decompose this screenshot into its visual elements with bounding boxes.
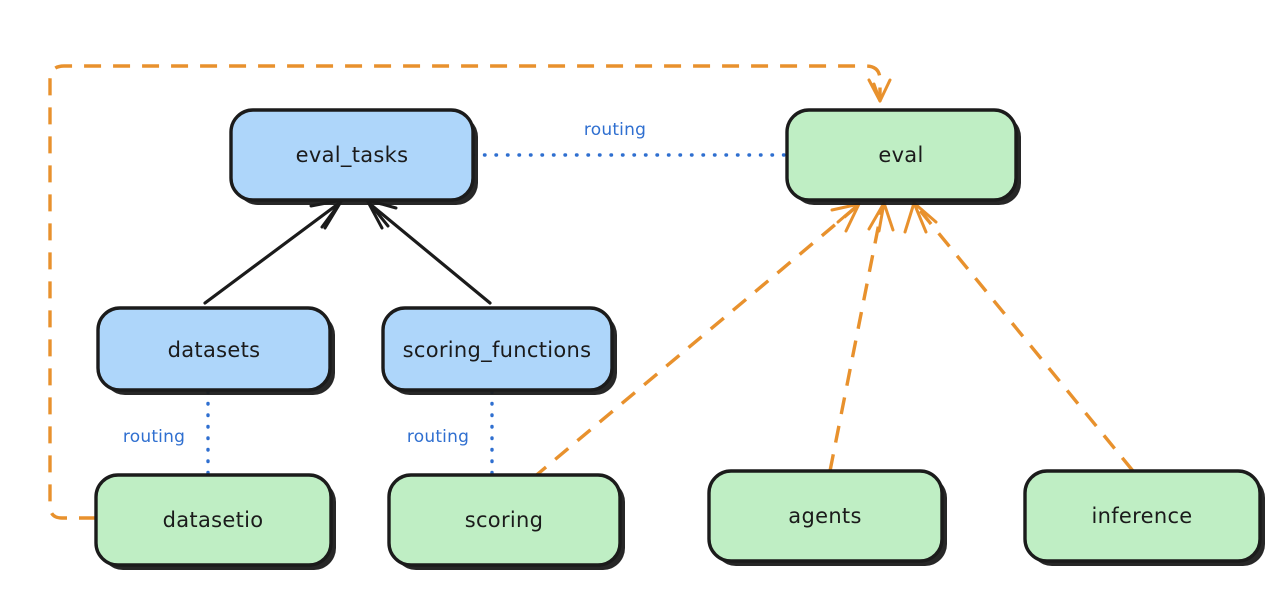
edge-label-routing-scoring-functions-scoring: routing <box>407 427 469 447</box>
edge-agents-to-eval-arrowhead-barb <box>877 201 886 233</box>
node-agents-shape <box>707 469 944 563</box>
edge-scoring-functions-to-eval-tasks <box>365 198 492 305</box>
node-eval-shape <box>785 108 1018 202</box>
edge-datasets-to-eval-tasks-line <box>203 202 340 305</box>
node-eval-label: eval <box>878 143 923 167</box>
node-datasets-label: datasets <box>168 338 261 362</box>
node-eval-tasks-label: eval_tasks <box>296 143 409 168</box>
edge-inference-to-eval-arrowhead-barb <box>912 201 928 234</box>
edge-agents-to-eval <box>828 201 895 472</box>
edge-scoring-to-eval-arrowhead-barb <box>836 202 861 224</box>
edge-agents-to-eval-line <box>828 207 884 472</box>
edge-datasetio-to-eval-arrowhead-barb <box>872 82 882 103</box>
node-scoring-functions-label: scoring_functions <box>403 338 592 363</box>
node-datasets[interactable]: datasets <box>96 306 335 395</box>
node-agents-label: agents <box>788 504 861 528</box>
node-scoring-functions[interactable]: scoring_functions <box>381 306 617 395</box>
edge-inference-to-eval <box>903 201 1135 473</box>
edge-label-group: routing routing routing <box>123 120 646 447</box>
edge-label-routing-eval-tasks-eval: routing <box>584 120 646 140</box>
node-datasetio[interactable]: datasetio <box>94 473 336 570</box>
node-datasets-shape <box>96 306 332 392</box>
edge-label-routing-datasets-datasetio: routing <box>123 427 185 447</box>
node-eval-tasks-shape <box>229 108 475 202</box>
node-inference[interactable]: inference <box>1023 469 1265 566</box>
node-eval[interactable]: eval <box>785 108 1021 205</box>
edge-datasetio-to-eval <box>48 64 892 520</box>
edge-scoring-functions-to-eval-tasks-line <box>368 202 492 305</box>
node-group: eval_tasks eval datasets scoring_functio… <box>94 108 1265 570</box>
node-agents[interactable]: agents <box>707 469 947 566</box>
node-scoring-shape <box>387 473 622 567</box>
edge-inference-to-eval-line <box>916 206 1135 473</box>
edge-scoring-to-eval-line <box>531 206 857 480</box>
node-scoring-label: scoring <box>465 508 544 532</box>
node-eval-tasks[interactable]: eval_tasks <box>229 108 478 205</box>
edge-datasets-to-eval-tasks <box>203 198 344 305</box>
node-scoring-functions-shape <box>381 306 614 392</box>
node-inference-label: inference <box>1091 504 1192 528</box>
node-datasetio-shape <box>94 473 333 567</box>
node-datasetio-label: datasetio <box>163 508 264 532</box>
node-scoring[interactable]: scoring <box>387 473 625 570</box>
node-inference-shape <box>1023 469 1262 563</box>
edge-datasetio-to-eval-line <box>48 64 882 520</box>
